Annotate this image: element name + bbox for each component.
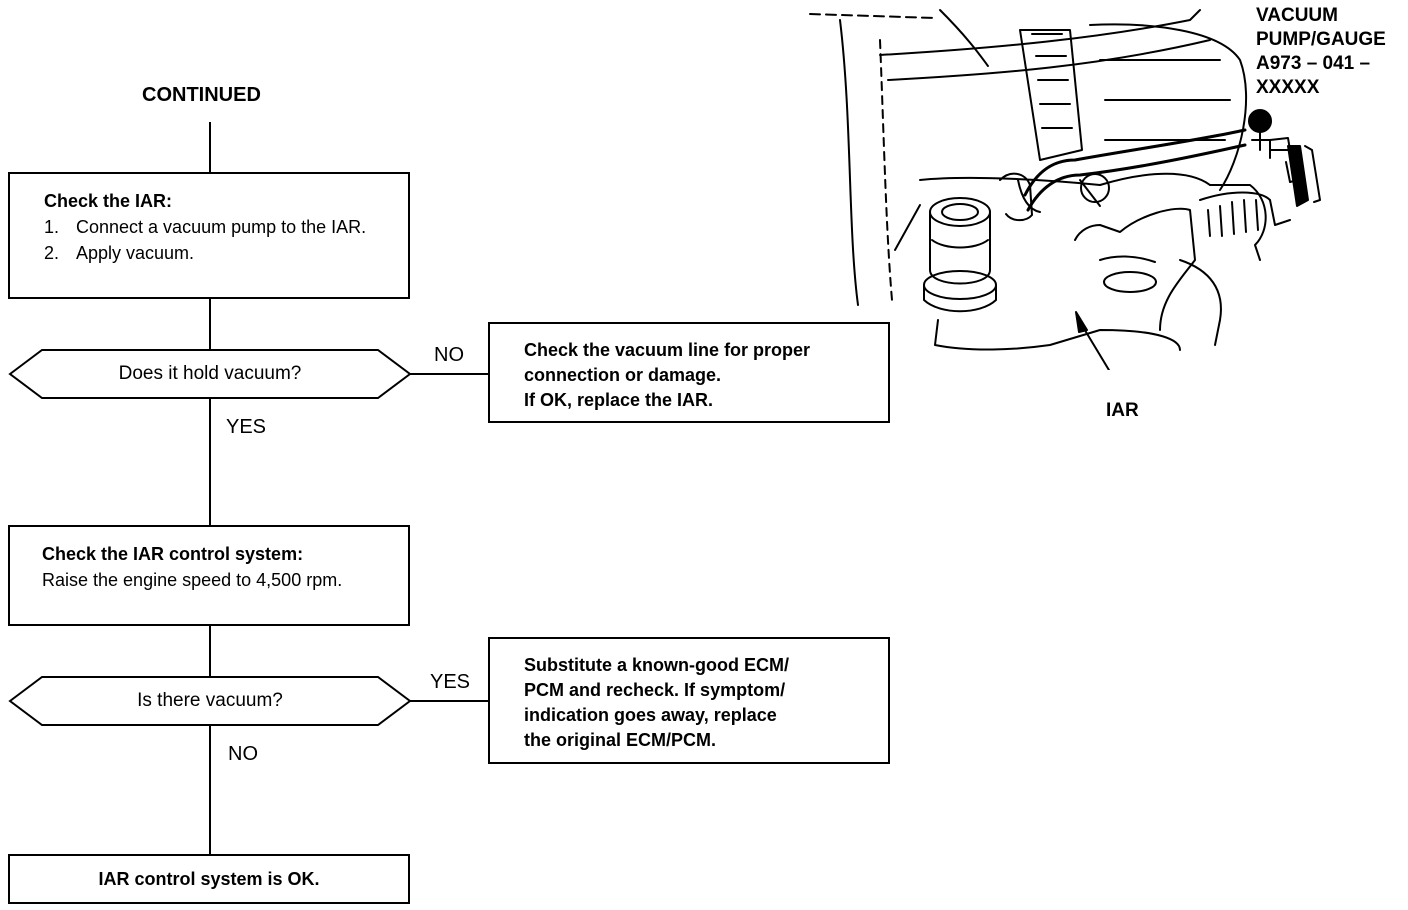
- decision1-text: Does it hold vacuum?: [118, 363, 302, 384]
- decision2-yes-label: YES: [430, 671, 471, 693]
- no-box-line: If OK, replace the IAR.: [524, 390, 714, 410]
- yes-box-line: indication goes away, replace: [524, 705, 777, 725]
- iar-ok-box: IAR control system is OK.: [8, 854, 410, 904]
- iar-label: IAR: [1106, 400, 1139, 421]
- check-iar-title: Check the IAR:: [44, 191, 173, 211]
- engine-illustration: [809, 9, 1321, 370]
- no-box-line: connection or damage.: [524, 365, 722, 385]
- continued-label: CONTINUED: [142, 84, 261, 106]
- check-control-title: Check the IAR control system:: [42, 544, 304, 564]
- iar-pointer-line: [1079, 321, 1111, 370]
- vacuum-hose: [1023, 128, 1247, 197]
- check-iar-control-box: Check the IAR control system: Raise the …: [8, 525, 410, 626]
- gauge-dial: [1248, 109, 1272, 133]
- check-iar-box: Check the IAR: 1. Connect a vacuum pump …: [8, 172, 410, 299]
- iar-canister-top: [929, 197, 991, 227]
- gauge-label-line: PUMP/GAUGE: [1256, 29, 1386, 50]
- check-vacuum-line-box: Check the vacuum line for proper connect…: [488, 322, 890, 423]
- check-iar-step-1: 1. Connect a vacuum pump to the IAR.: [44, 214, 374, 240]
- substitute-ecm-box: Substitute a known-good ECM/ PCM and rec…: [488, 637, 890, 764]
- yes-box-line: Substitute a known-good ECM/: [524, 655, 789, 675]
- decision2-text: Is there vacuum?: [137, 690, 283, 711]
- vacuum-gauge-label: VACUUM PUMP/GAUGE A973 – 041 – XXXXX: [1256, 4, 1386, 100]
- gauge-label-line: XXXXX: [1256, 77, 1320, 98]
- gauge-label-line: A973 – 041 –: [1256, 53, 1371, 74]
- yes-box-line: the original ECM/PCM.: [524, 730, 717, 750]
- gauge-label-line: VACUUM: [1256, 5, 1338, 26]
- decision1-no-label: NO: [434, 344, 464, 366]
- check-control-text: Raise the engine speed to 4,500 rpm.: [42, 570, 343, 590]
- step-text: Apply vacuum.: [76, 243, 195, 263]
- step-text: Connect a vacuum pump to the IAR.: [76, 217, 367, 237]
- yes-box-line: PCM and recheck. If symptom/: [524, 680, 786, 700]
- no-box-line: Check the vacuum line for proper: [524, 340, 811, 360]
- decision2-no-label: NO: [228, 743, 258, 765]
- decision1-yes-label: YES: [226, 416, 267, 438]
- check-iar-step-2: 2. Apply vacuum.: [44, 240, 374, 266]
- iar-pointer-arrowhead: [1075, 311, 1088, 333]
- iar-ok-text: IAR control system is OK.: [98, 869, 320, 889]
- step-number: 1.: [44, 217, 60, 237]
- step-number: 2.: [44, 243, 60, 263]
